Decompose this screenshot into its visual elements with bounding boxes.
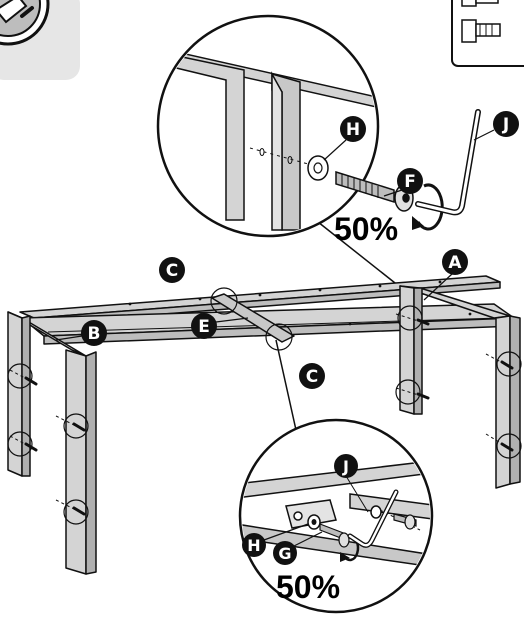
callout-h-bottom-label: H [247,536,260,555]
hex-key-icon [415,109,481,216]
callout-h-bottom: H [242,523,309,557]
callout-g: G [273,531,323,565]
callout-g-label: G [278,544,291,563]
detail-markers [7,287,522,525]
callout-c-mid: C [299,363,325,389]
callout-e-label: E [198,317,210,337]
callout-c-top-label: C [166,261,178,281]
callout-j-top: J [473,111,519,141]
callout-b: B [55,320,107,346]
zoom-detail-bottom: 50% [238,418,434,614]
hex-key-icon [347,489,399,548]
previous-step-panel [0,0,80,80]
callout-c-top: C [159,257,185,283]
washer-icon [307,155,329,181]
callout-f-label: F [404,172,416,192]
callout-j-bottom-label: J [342,457,349,476]
callout-h-top-label: H [346,120,360,140]
callout-a: A [423,249,468,301]
bolt-icon [24,318,514,516]
zoom-top-percent: 50% [334,211,398,247]
callout-c-mid-label: C [306,367,318,387]
zoom-bottom-percent: 50% [276,569,340,605]
callout-f: F [383,168,423,197]
zoom-detail-top: 50% [156,14,481,247]
bolt-icon [319,513,417,548]
callout-j-bottom: J [334,454,358,478]
callout-h-top: H [323,116,366,161]
washer-icon [307,505,382,530]
parts-reference-box [451,0,524,67]
callout-b-label: B [88,324,101,344]
callout-a-label: A [448,253,462,273]
leader-line-j [345,475,369,513]
callout-e: E [191,313,249,339]
callout-j-top-label: J [502,115,509,135]
